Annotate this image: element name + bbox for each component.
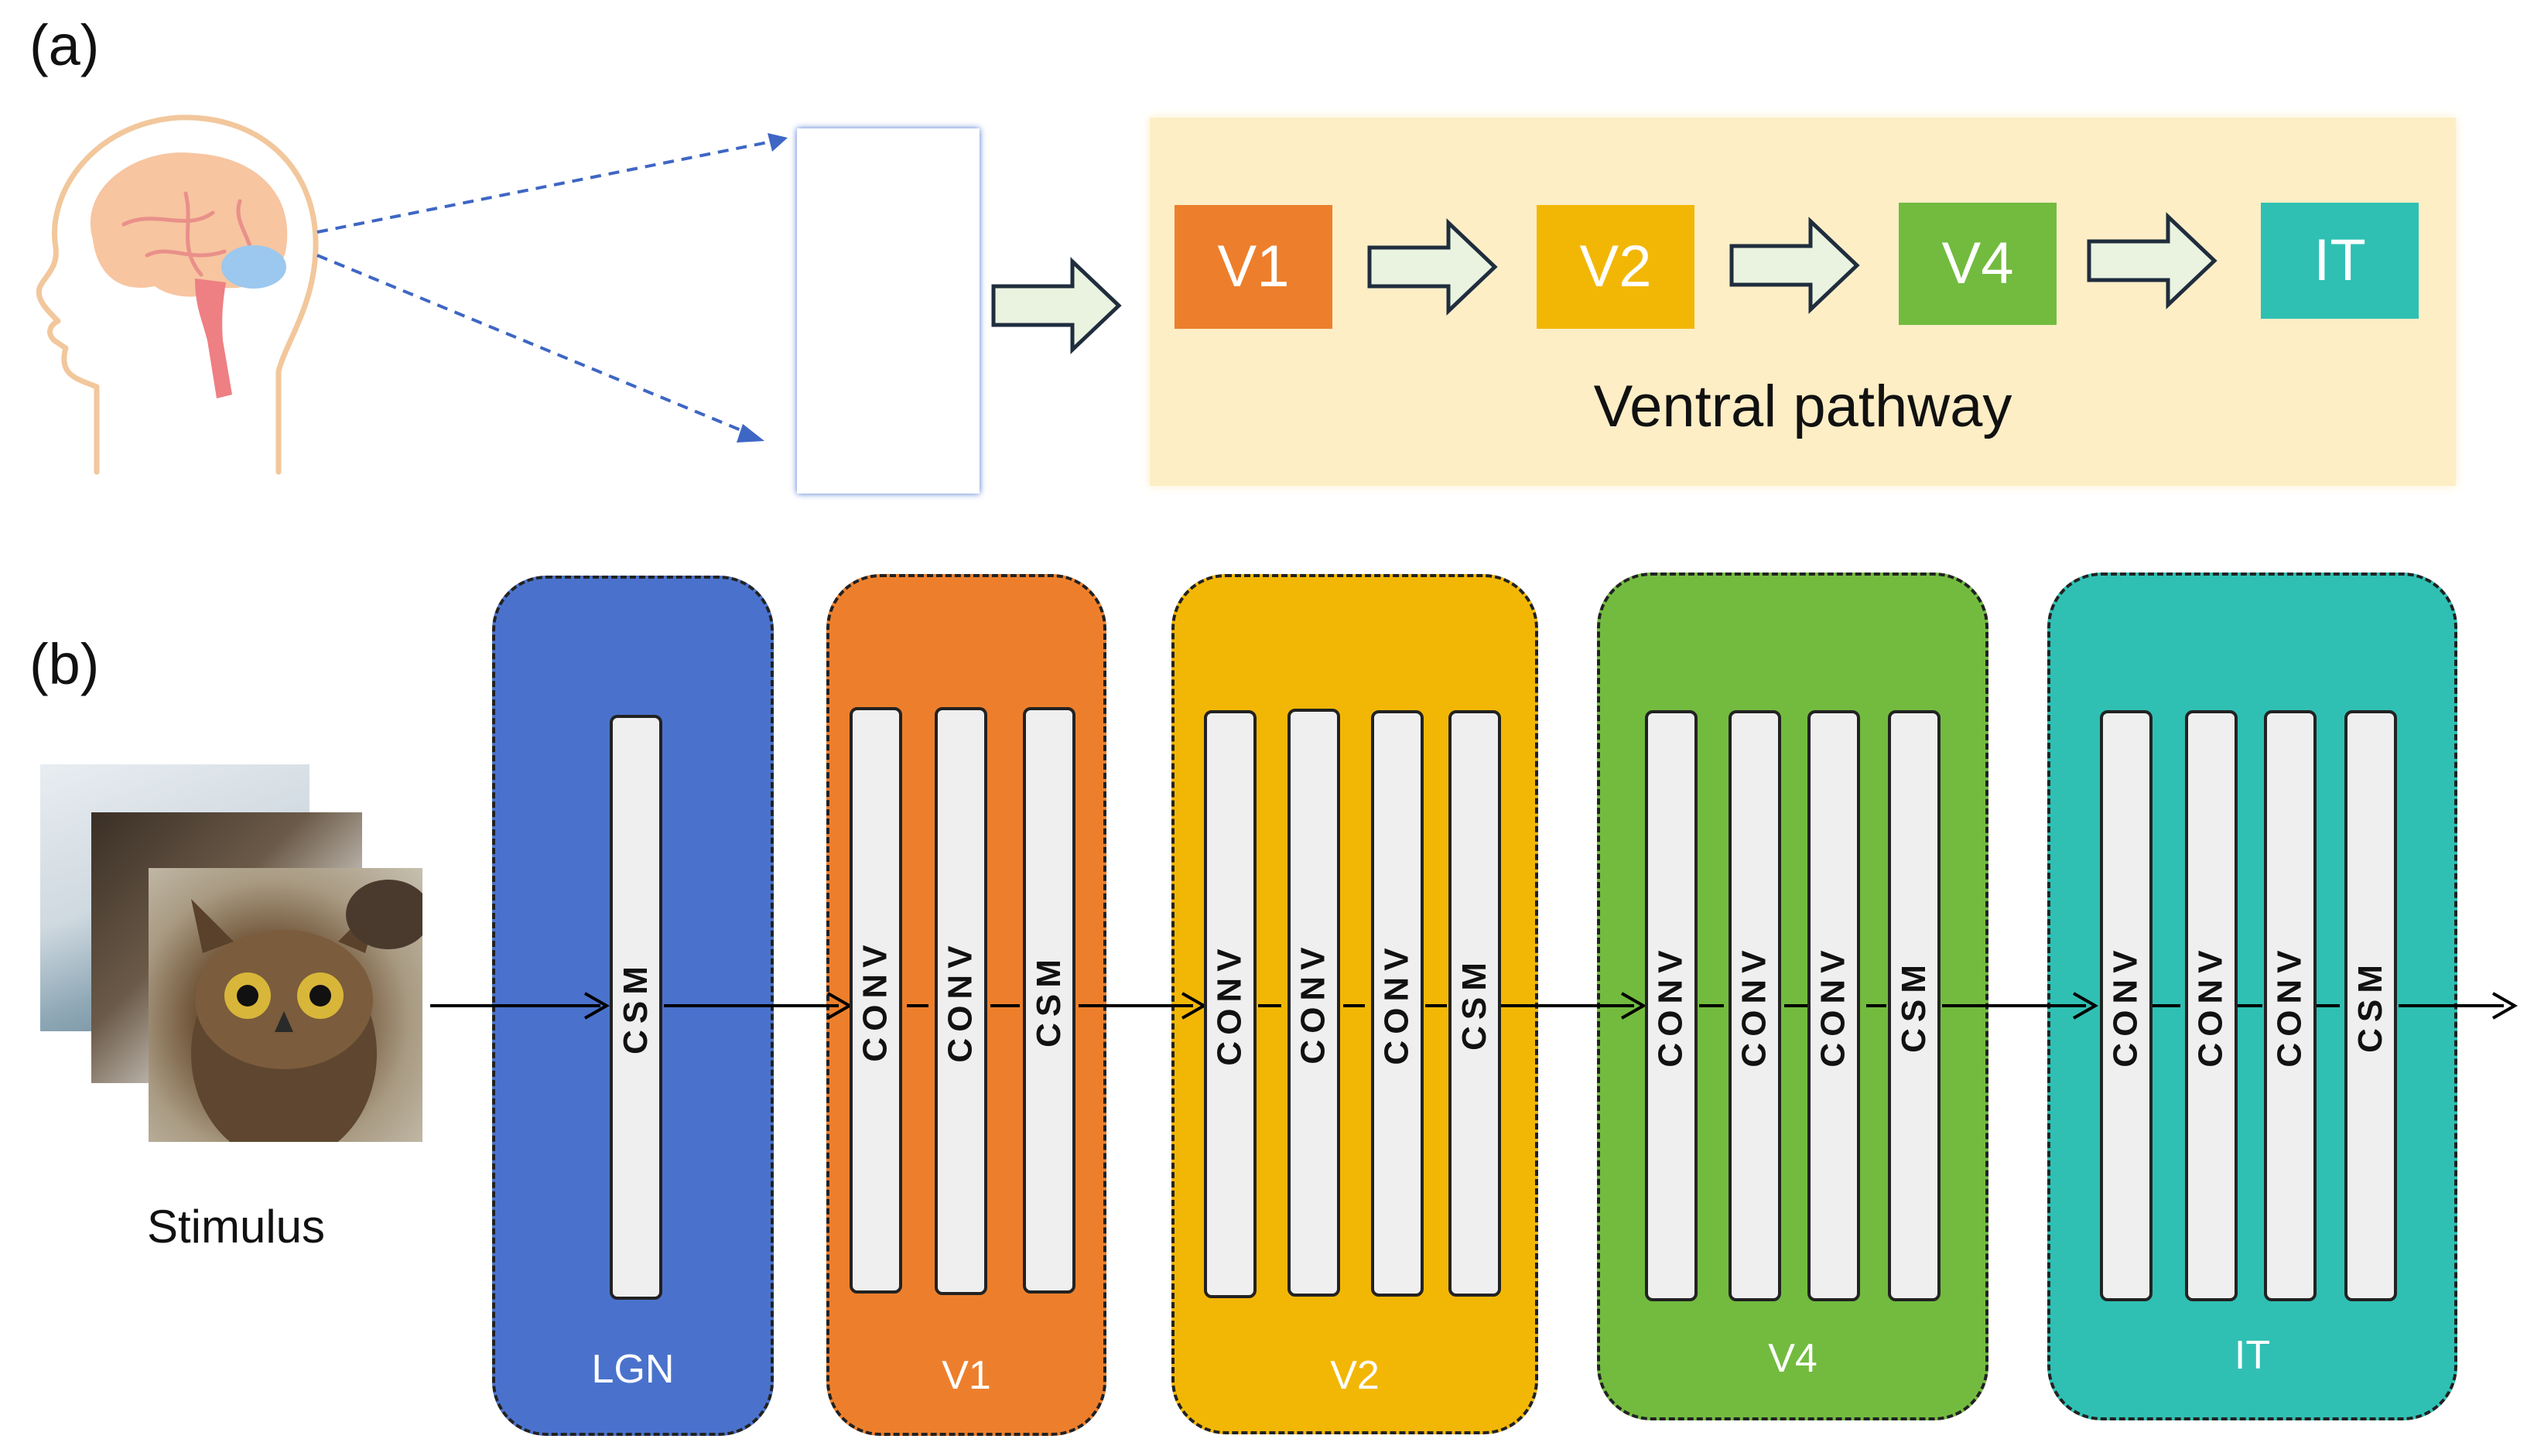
it-box: IT [2261, 203, 2419, 319]
stimulus-label: Stimulus [146, 1201, 326, 1253]
lgn-to-ventral-arrow [991, 257, 1122, 354]
v4-layer-2: CONV [1729, 710, 1781, 1301]
v2-layer-2: CONV [1287, 709, 1340, 1297]
it-layer-1: CONV [2100, 710, 2153, 1301]
v1-layer-1: CONV [850, 707, 902, 1294]
it-layer-4: CSM [2344, 710, 2397, 1301]
stimulus-image-owl [149, 868, 422, 1142]
head-brain-icon [36, 114, 319, 475]
v2-layer-4: CSM [1448, 710, 1501, 1297]
v4-layer-1: CONV [1645, 710, 1698, 1301]
v4-layer-4: CSM [1888, 710, 1941, 1301]
v4-box: V4 [1899, 203, 2057, 325]
v1-layer-3: CSM [1023, 707, 1075, 1294]
it-layer-3: CONV [2264, 710, 2317, 1301]
ventral-pathway-label: Ventral pathway [1593, 374, 2012, 439]
panel-a-label: (a) [29, 13, 100, 77]
v2-to-v4-arrow [1729, 217, 1860, 314]
v2-box-label: V2 [1579, 234, 1652, 299]
owl-icon [191, 880, 422, 1142]
v4-to-it-arrow [2087, 212, 2218, 309]
stage-lgn-label: LGN [591, 1347, 675, 1392]
v2-box: V2 [1537, 205, 1694, 329]
lgn-box: LGN [797, 128, 980, 494]
v1-box-label: V1 [1217, 234, 1290, 299]
retina-to-lgn-arrows [316, 133, 788, 443]
it-layer-2: CONV [2185, 710, 2238, 1301]
stage-v4-label: V4 [1768, 1336, 1817, 1381]
v1-box: V1 [1175, 205, 1332, 329]
panel-b-label: (b) [29, 632, 100, 696]
v4-layer-3: CONV [1807, 710, 1860, 1301]
v4-box-label: V4 [1941, 231, 2014, 296]
lgn-layer-1: CSM [610, 715, 662, 1300]
v1-to-v2-arrow [1367, 218, 1498, 316]
v2-layer-3: CONV [1371, 710, 1424, 1297]
v1-layer-2: CONV [935, 707, 987, 1295]
stage-v1-label: V1 [942, 1353, 991, 1398]
ventral-pathway-region [1150, 118, 2456, 486]
lgn-box-label: LGN [821, 275, 956, 347]
stage-v2-label: V2 [1330, 1353, 1380, 1398]
it-box-label: IT [2313, 227, 2366, 293]
flow-arrows [430, 992, 2518, 1020]
v2-layer-1: CONV [1204, 710, 1257, 1298]
stage-it-label: IT [2234, 1333, 2271, 1378]
